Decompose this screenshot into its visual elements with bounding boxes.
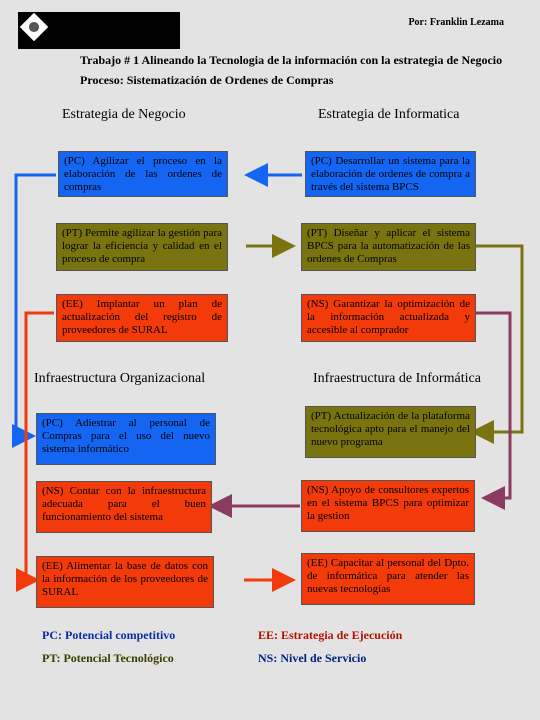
box-infra-ee: (EE) Capacitar al personal del Dpto. de … — [301, 553, 475, 605]
box-business-pc: (PC) Agilizar el proceso en la elaboraci… — [58, 151, 228, 197]
legend-ns: NS: Nivel de Servicio — [258, 651, 367, 665]
box-business-ee: (EE) Implantar un plan de actualización … — [56, 294, 228, 342]
box-it-ns: (NS) Garantizar la optimización de la in… — [301, 294, 476, 342]
box-infra-ns: (NS) Apoyo de consultores expertos en el… — [301, 480, 475, 532]
box-org-ns: (NS) Contar con la infraestructura adecu… — [36, 481, 212, 533]
connector-olive-right — [470, 244, 524, 444]
box-business-pt: (PT) Permite agilizar la gestión para lo… — [56, 223, 228, 271]
box-it-pc: (PC) Desarrollar un sistema para la elab… — [305, 151, 476, 197]
box-infra-pt: (PT) Actualización de la plataforma tecn… — [305, 406, 476, 458]
legend-pt: PT: Potencial Tecnológico — [42, 651, 174, 665]
logo — [18, 12, 180, 49]
heading-it-strategy: Estrategia de Informatica — [318, 107, 460, 122]
legend-ee: EE: Estrategia de Ejecución — [258, 628, 403, 642]
process-subtitle: Proceso: Sistematización de Ordenes de C… — [80, 73, 334, 87]
heading-business-strategy: Estrategia de Negocio — [62, 107, 186, 122]
author-label: Por: Franklin Lezama — [408, 17, 504, 28]
connector-blue-left — [12, 173, 56, 448]
page-title: Trabajo # 1 Alineando la Tecnologia de l… — [80, 53, 503, 67]
box-org-pc: (PC) Adiestrar al personal de Compras pa… — [36, 413, 216, 465]
heading-it-infrastructure: Infraestructura de Informática — [313, 371, 481, 386]
connector-purple-right — [476, 311, 512, 510]
box-org-ee: (EE) Alimentar la base de datos con la i… — [36, 556, 214, 608]
legend-pc: PC: Potencial competitivo — [42, 628, 176, 642]
heading-org-infrastructure: Infraestructura Organizacional — [34, 371, 206, 386]
box-it-pt: (PT) Diseñar y aplicar el sistema BPCS p… — [301, 223, 476, 271]
